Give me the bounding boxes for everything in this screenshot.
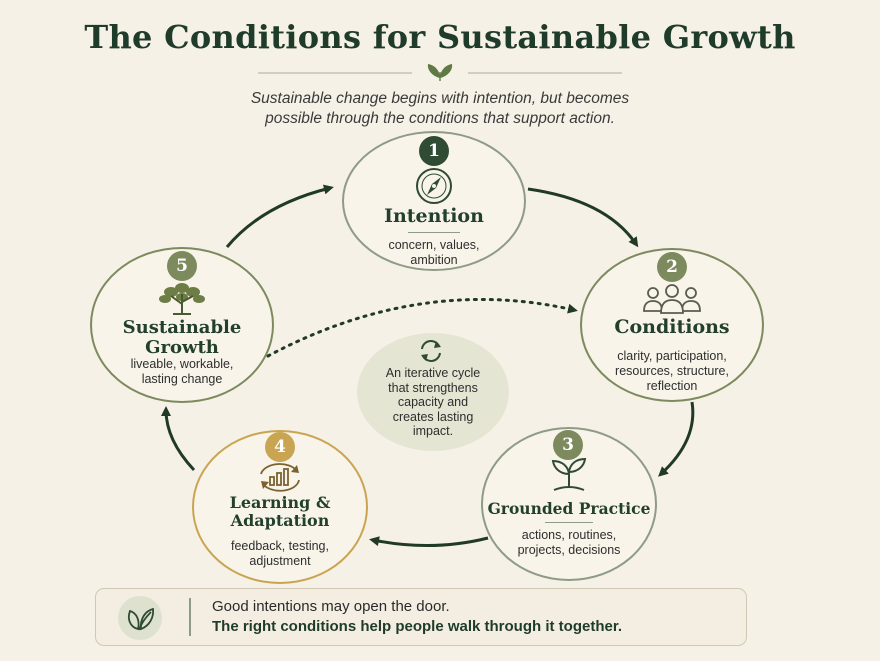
desc-line: resources, structure, [615, 364, 729, 378]
node-rule [545, 522, 593, 523]
title-divider [258, 64, 622, 81]
node-desc: feedback, testing, adjustment [192, 539, 368, 569]
desc-line: reflection [646, 379, 698, 393]
node-title: Intention [384, 205, 484, 227]
arrow-5-to-1 [225, 184, 334, 248]
subtitle: Sustainable change begins with intention… [150, 89, 730, 129]
center-text: An iterative cycle that strengthens capa… [357, 366, 509, 439]
node-desc: actions, routines, projects, decisions [481, 528, 657, 558]
node-title: Learning & Adaptation [192, 494, 368, 530]
node-title: Grounded Practice [487, 499, 651, 518]
desc-line: feedback, testing, [231, 539, 329, 553]
node-rule [408, 232, 460, 233]
arrow-3-to-4 [369, 536, 489, 548]
title-line: Adaptation [230, 511, 330, 530]
cycle-chart-icon [260, 463, 300, 492]
node-title: Conditions [614, 316, 730, 338]
title-line: Growth [145, 337, 219, 358]
node-desc: clarity, participation, resources, struc… [580, 349, 764, 394]
arrow-4-to-5 [161, 406, 196, 472]
center-cycle-circle [357, 333, 509, 451]
desc-line: concern, values, [388, 238, 480, 252]
desc-line: liveable, workable, [130, 357, 234, 371]
page-title: The Conditions for Sustainable Growth [84, 18, 796, 56]
center-line: impact. [412, 424, 454, 438]
compass-icon [416, 168, 452, 204]
step-number-3: 3 [553, 430, 583, 460]
node-intention [342, 131, 526, 271]
people-icon [643, 284, 701, 314]
title-line: Sustainable [122, 317, 242, 338]
desc-line: clarity, participation, [617, 349, 727, 363]
footer-line-2: The right conditions help people walk th… [212, 618, 623, 635]
footer-icon-badge [118, 596, 162, 640]
dotted-arrow-5-to-2 [266, 298, 578, 358]
desc-line: actions, routines, [521, 528, 617, 542]
node-desc: concern, values, ambition [342, 238, 526, 268]
step-number-2: 2 [657, 252, 687, 282]
desc-line: lasting change [141, 372, 223, 386]
center-line: that strengthens [388, 380, 478, 395]
sprig-icon [427, 64, 453, 81]
center-line: An iterative cycle [385, 366, 481, 380]
title-line: Learning & [229, 493, 331, 512]
footer-line-1: Good intentions may open the door. [212, 598, 450, 615]
step-number-4: 4 [265, 432, 295, 462]
arrow-2-to-3 [658, 401, 695, 477]
subtitle-line: possible through the conditions that sup… [265, 110, 615, 127]
desc-line: projects, decisions [517, 543, 621, 557]
node-desc: liveable, workable, lasting change [90, 357, 274, 387]
footer-separator [189, 598, 191, 636]
center-line: creates lasting [392, 409, 474, 424]
footer-quote-box [95, 588, 747, 646]
subtitle-line: Sustainable change begins with intention… [250, 90, 630, 107]
tree-icon [159, 283, 205, 315]
desc-line: adjustment [249, 554, 311, 568]
refresh-icon [421, 340, 441, 362]
node-title: Sustainable Growth [90, 318, 274, 358]
step-number-5: 5 [167, 251, 197, 281]
leaf-icon [127, 607, 154, 631]
desc-line: ambition [410, 253, 458, 267]
sprout-icon [551, 458, 587, 491]
arrow-1-to-2 [527, 187, 639, 248]
step-number-1: 1 [419, 136, 449, 166]
center-line: capacity and [397, 395, 469, 409]
